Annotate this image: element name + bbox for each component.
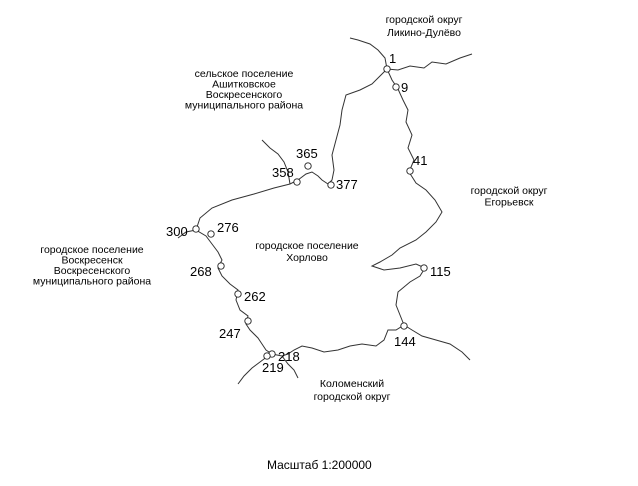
region-label-line: Ашитковское xyxy=(212,79,276,91)
boundary-kolomna-west xyxy=(237,355,269,385)
region-label-line: городское поселение xyxy=(255,240,358,252)
point-number-377: 377 xyxy=(336,177,358,192)
point-number-276: 276 xyxy=(217,220,239,235)
point-number-144: 144 xyxy=(394,334,416,349)
region-label-line: сельское поселение xyxy=(195,68,294,80)
region-label-line: муниципального района xyxy=(33,276,151,288)
point-number-1: 1 xyxy=(389,51,396,66)
boundary-ashitkovo xyxy=(261,139,291,185)
boundary-point-9 xyxy=(392,83,400,91)
point-number-115: 115 xyxy=(430,264,451,279)
region-label-line: городской округ xyxy=(471,185,548,197)
boundary-egorievsk xyxy=(403,324,471,361)
point-number-268: 268 xyxy=(190,264,212,279)
region-label-line: Хорлово xyxy=(286,252,328,264)
region-label-line: Егорьевск xyxy=(485,197,534,209)
region-label-line: городское поселение xyxy=(40,244,143,256)
point-number-218: 218 xyxy=(278,349,300,364)
region-label-line: Воскресенск xyxy=(61,255,123,267)
point-number-358: 358 xyxy=(272,165,294,180)
region-label-line: городской округ xyxy=(386,14,463,26)
boundary-point-144 xyxy=(400,322,408,330)
region-label-line: Ликино-Дулёво xyxy=(387,27,461,39)
region-label-line: Воскресенского xyxy=(54,265,131,277)
region-label-line: Воскресенского xyxy=(206,89,283,101)
boundary-point-300 xyxy=(192,225,200,233)
boundary-point-41 xyxy=(406,167,414,175)
khorlovo-boundary xyxy=(195,68,443,357)
point-number-41: 41 xyxy=(413,153,427,168)
boundary-kolomna-south xyxy=(281,355,299,379)
boundary-point-276 xyxy=(207,230,215,238)
boundary-point-115 xyxy=(420,264,428,272)
region-label-line: городской округ xyxy=(314,391,391,403)
point-number-9: 9 xyxy=(401,80,408,95)
point-number-300: 300 xyxy=(166,224,188,239)
point-number-262: 262 xyxy=(244,289,266,304)
region-label-line: Коломенский xyxy=(320,378,384,390)
boundary-point-365 xyxy=(304,162,312,170)
boundary-point-262 xyxy=(234,290,242,298)
map-scale: Масштаб 1:200000 xyxy=(267,458,372,472)
boundary-likino-north xyxy=(349,37,388,70)
boundary-point-1 xyxy=(383,65,391,73)
point-number-219: 219 xyxy=(262,360,284,375)
boundary-point-377 xyxy=(327,181,335,189)
boundary-point-247 xyxy=(244,317,252,325)
boundary-point-358 xyxy=(293,178,301,186)
point-number-365: 365 xyxy=(296,146,318,161)
boundary-points xyxy=(192,65,428,360)
point-number-247: 247 xyxy=(219,326,241,341)
boundary-point-268 xyxy=(217,262,225,270)
boundary-likino-east xyxy=(386,53,473,71)
boundary-point-219 xyxy=(263,352,271,360)
boundary-voskresensk-west xyxy=(177,229,197,239)
region-label-line: муниципального района xyxy=(185,100,303,112)
